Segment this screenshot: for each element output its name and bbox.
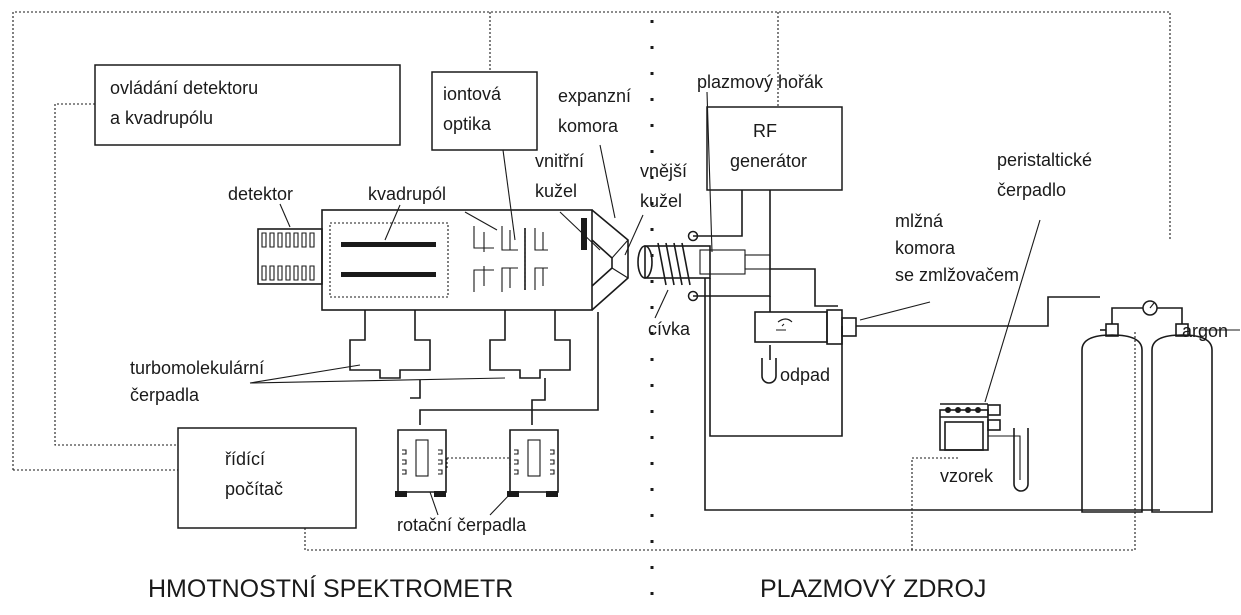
- expansion-chamber-label-1: expanzní: [558, 86, 631, 106]
- waste-label: odpad: [780, 365, 830, 385]
- argon-label: argon: [1182, 321, 1228, 341]
- spray-chamber: [754, 296, 857, 384]
- sample-label: vzorek: [940, 466, 994, 486]
- coil: [657, 242, 691, 286]
- ion-lenses: [464, 211, 548, 292]
- rotary-pumps: [395, 429, 559, 497]
- computer-box: řídící počítač: [177, 427, 357, 529]
- detector-control-label-2: a kvadrupólu: [110, 108, 213, 128]
- rotary-pump-2: [507, 429, 559, 497]
- ion-optics-label-2: optika: [443, 114, 492, 134]
- rotary-pumps-label: rotační čerpadla: [397, 515, 527, 535]
- outer-cone-label-1: vnější: [640, 161, 687, 181]
- spray-chamber-label-1: mlžná: [895, 211, 944, 231]
- quadrupole-label: kvadrupól: [368, 184, 446, 204]
- rf-label-2: generátor: [730, 151, 807, 171]
- coil-label: cívka: [648, 319, 691, 339]
- leader-lines: [249, 91, 1240, 516]
- spray-chamber-label-3: se zmlžovačem: [895, 265, 1019, 285]
- peristaltic-label-2: čerpadlo: [997, 180, 1066, 200]
- detector-control-box: ovládání detektoru a kvadrupólu: [94, 64, 401, 146]
- rotary-pump-1: [395, 429, 447, 497]
- computer-label-1: řídící: [225, 449, 265, 469]
- spray-chamber-label-2: komora: [895, 238, 956, 258]
- detector-label: detektor: [228, 184, 293, 204]
- mass-spectrometer-body: [257, 209, 593, 311]
- turbo-pumps-label-1: turbomolekulární: [130, 358, 264, 378]
- inner-cone-label-2: kužel: [535, 181, 577, 201]
- plasma-torch-label: plazmový hořák: [697, 72, 824, 92]
- ion-optics-box: iontová optika: [431, 71, 538, 151]
- peristaltic-label-1: peristaltické: [997, 150, 1092, 170]
- signal-wiring: [12, 11, 1171, 551]
- rf-label-1: RF: [753, 121, 777, 141]
- outer-cone-label-2: kužel: [640, 191, 682, 211]
- expansion-chamber-label-2: komora: [558, 116, 619, 136]
- computer-label-2: počítač: [225, 479, 283, 499]
- ion-optics-label-1: iontová: [443, 84, 502, 104]
- plumbing: [704, 268, 1160, 511]
- detector-control-label-1: ovládání detektoru: [110, 78, 258, 98]
- detector-device: [257, 228, 323, 285]
- plasma-source-title: PLAZMOVÝ ZDROJ: [760, 574, 986, 603]
- mass-spectrometer-title: HMOTNOSTNÍ SPEKTROMETR: [148, 574, 513, 603]
- rf-generator-box: RF generátor: [706, 106, 843, 191]
- interface-cones: [591, 209, 629, 311]
- peristaltic-pump: [939, 403, 1029, 492]
- turbo-pumps-label-2: čerpadla: [130, 385, 200, 405]
- inner-cone-label-1: vnitřní: [535, 151, 584, 171]
- argon-cylinders: [1081, 300, 1213, 513]
- turbo-pumps: [349, 310, 599, 425]
